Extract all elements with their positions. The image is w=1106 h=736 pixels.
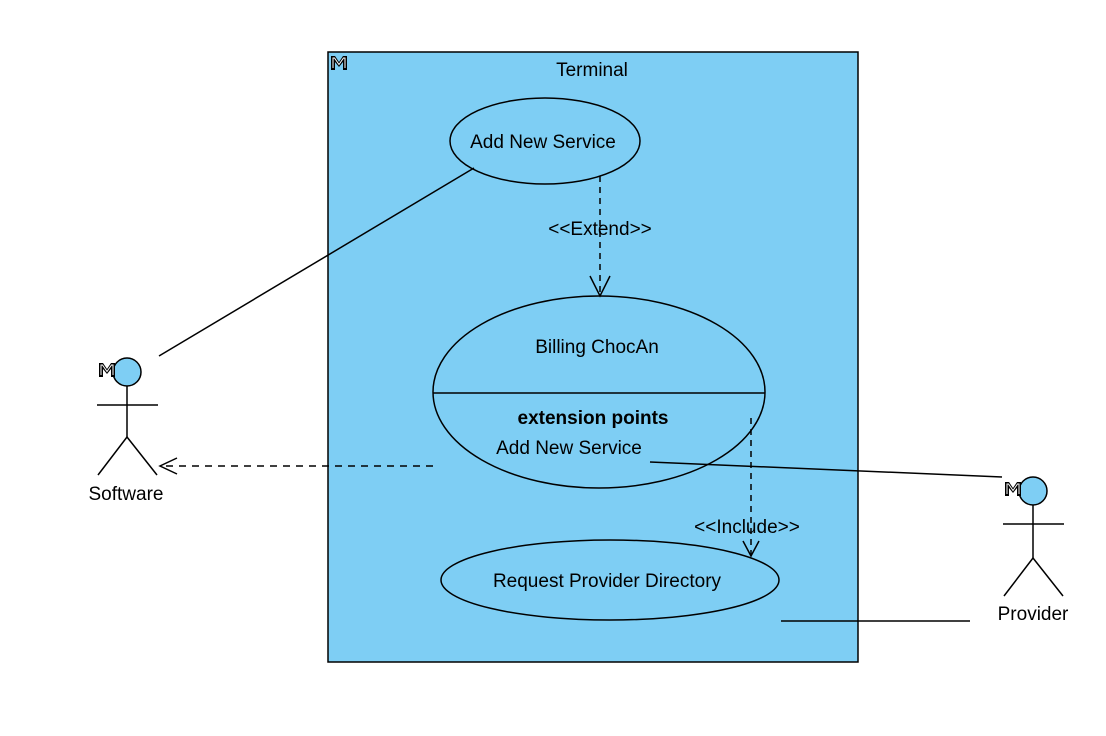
- use-case-request-provider-directory[interactable]: Request Provider Directory: [440, 539, 780, 621]
- extension-points-heading: extension points: [518, 408, 669, 429]
- use-case-ellipse: [432, 295, 766, 489]
- use-case-ellipse: [440, 539, 780, 621]
- actor-head: [1018, 476, 1048, 506]
- actor-software[interactable]: Software: [89, 357, 164, 505]
- use-case-billing-chocan[interactable]: Billing ChocAn extension points Add New …: [432, 295, 766, 489]
- use-case-ellipse: [449, 97, 641, 185]
- extension-point-item: Add New Service: [496, 438, 642, 459]
- use-case-label: Billing ChocAn: [535, 337, 659, 358]
- dependency-to-software[interactable]: [158, 457, 433, 475]
- actor-legs: [1003, 556, 1064, 597]
- association-software-add-new-service[interactable]: [158, 167, 475, 357]
- m-model-icon: [331, 56, 347, 70]
- dependency-arrowhead: [158, 457, 178, 475]
- extend-label: <<Extend>>: [548, 219, 652, 240]
- use-case-label: Request Provider Directory: [493, 571, 722, 592]
- actor-legs: [97, 435, 158, 476]
- m-model-icon: [99, 363, 115, 377]
- include-label: <<Include>>: [694, 517, 800, 538]
- m-model-icon: [1005, 482, 1021, 496]
- actor-label: Software: [89, 484, 164, 505]
- use-case-add-new-service[interactable]: Add New Service: [449, 97, 641, 185]
- actor-provider[interactable]: Provider: [998, 476, 1069, 625]
- extend-arrowhead: [589, 275, 611, 298]
- use-case-label: Add New Service: [470, 132, 616, 153]
- actor-head: [112, 357, 142, 387]
- include-arrowhead: [742, 540, 760, 558]
- association-provider-billing[interactable]: [649, 461, 1003, 478]
- actor-label: Provider: [998, 604, 1069, 625]
- extend-relationship[interactable]: <<Extend>>: [548, 176, 652, 298]
- include-relationship[interactable]: <<Include>>: [694, 418, 800, 558]
- system-title: Terminal: [556, 60, 628, 81]
